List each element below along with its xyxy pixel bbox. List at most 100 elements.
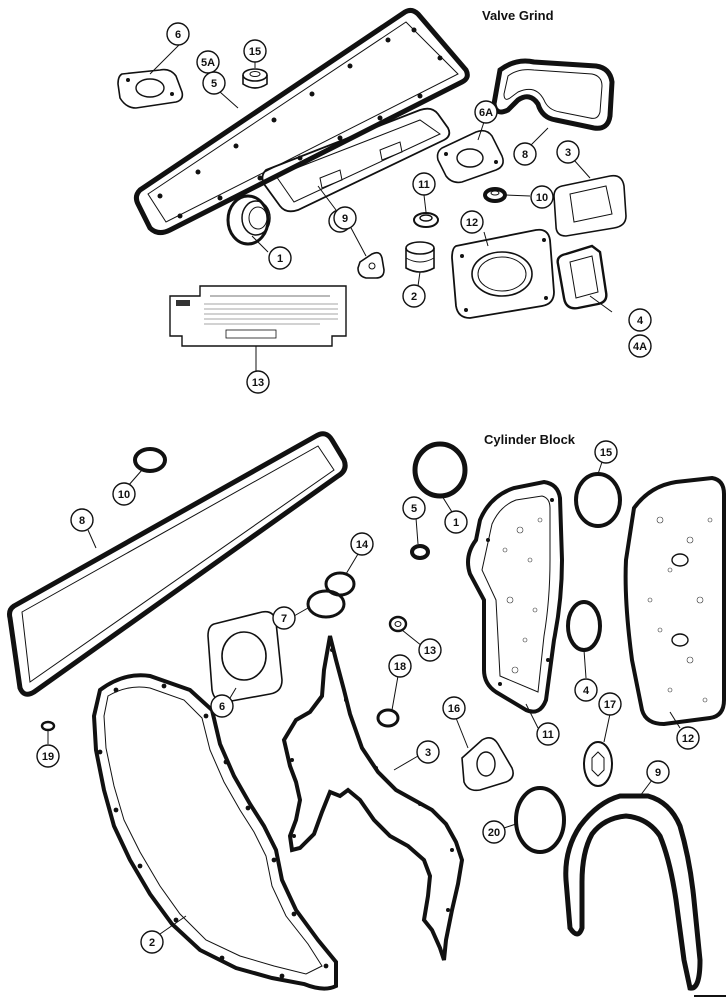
ring-part-20: [514, 786, 566, 854]
svg-text:11: 11: [418, 179, 430, 191]
svg-text:9: 9: [342, 213, 348, 225]
seal-part-5-lower: [410, 544, 430, 560]
oring-part-7-lower: [306, 589, 346, 619]
callout-cb-9: 9: [646, 760, 670, 784]
svg-text:20: 20: [488, 827, 500, 839]
seal-ring-part-11-upper: [413, 212, 439, 228]
callout-vg-6A: 6A: [474, 100, 498, 124]
gasket-part-4-upper: [556, 244, 608, 310]
callout-cb-8: 8: [70, 508, 94, 532]
front-cover-gasket-part-11: [466, 479, 565, 714]
valve-cover-gasket-part-5: [133, 7, 470, 236]
flange-gasket-part-6-lower: [207, 610, 283, 703]
svg-text:5: 5: [211, 78, 217, 90]
svg-text:10: 10: [118, 489, 130, 501]
callout-cb-18: 18: [388, 654, 412, 678]
callout-vg-13: 13: [246, 370, 270, 394]
svg-text:19: 19: [42, 751, 54, 763]
svg-text:13: 13: [252, 377, 264, 389]
svg-text:12: 12: [466, 217, 478, 229]
oil-cooler-gasket-part-12: [623, 475, 726, 727]
callout-cb-14: 14: [350, 532, 374, 556]
callout-cb-7: 7: [272, 606, 296, 630]
svg-text:4: 4: [583, 685, 590, 697]
callout-cb-16: 16: [442, 696, 466, 720]
svg-text:15: 15: [600, 447, 612, 459]
callout-vg-1: 1: [268, 246, 292, 270]
svg-text:6: 6: [219, 701, 225, 713]
svg-text:15: 15: [249, 46, 261, 58]
callout-vg-2: 2: [402, 284, 426, 308]
washer-part-13: [388, 615, 408, 633]
callout-cb-12: 12: [676, 726, 700, 750]
svg-text:5: 5: [411, 503, 417, 515]
instruction-decal-part-13: [169, 285, 347, 347]
callout-vg-5A: 5A: [196, 50, 220, 74]
sleeve-part-2-upper: [405, 241, 435, 273]
callout-vg-12: 12: [460, 210, 484, 234]
callout-vg-15: 15: [243, 39, 267, 63]
svg-text:5A: 5A: [201, 57, 215, 69]
callout-vg-11: 11: [412, 172, 436, 196]
svg-text:1: 1: [277, 253, 283, 265]
svg-text:2: 2: [149, 937, 155, 949]
ring-part-4-lower: [566, 600, 602, 652]
svg-text:11: 11: [542, 729, 554, 741]
callout-vg-5: 5: [202, 71, 226, 95]
callout-cb-6: 6: [210, 694, 234, 718]
flange-gasket-part-6: [117, 68, 184, 109]
callout-vg-8: 8: [513, 142, 537, 166]
svg-text:3: 3: [425, 747, 431, 759]
flange-gasket-part-12-upper: [451, 228, 555, 319]
svg-text:6: 6: [175, 29, 181, 41]
callout-cb-11: 11: [536, 722, 560, 746]
svg-text:16: 16: [448, 703, 460, 715]
flange-part-16: [461, 736, 514, 792]
svg-text:18: 18: [394, 661, 406, 673]
ring-part-1-lower: [412, 441, 468, 499]
callout-cb-19: 19: [36, 744, 60, 768]
gear-housing-gasket-part-2: [91, 673, 338, 991]
callout-cb-17: 17: [598, 692, 622, 716]
svg-text:8: 8: [79, 515, 85, 527]
callout-vg-10: 10: [530, 185, 554, 209]
oring-part-19: [40, 720, 56, 732]
valve-grind-leaders: [149, 43, 613, 372]
callout-vg-4A: 4A: [628, 334, 652, 358]
svg-text:4: 4: [637, 315, 644, 327]
rocker-cover-gasket-part-8: [491, 58, 615, 131]
svg-text:7: 7: [281, 613, 287, 625]
callout-vg-4: 4: [628, 308, 652, 332]
svg-text:12: 12: [682, 733, 694, 745]
oring-part-15-lower: [574, 472, 622, 528]
square-gasket-part-3: [553, 174, 627, 237]
cylinder-block-leaders: [47, 461, 681, 935]
callout-cb-1: 1: [444, 510, 468, 534]
callout-cb-5: 5: [402, 496, 426, 520]
svg-text:1: 1: [453, 517, 459, 529]
svg-text:6A: 6A: [479, 107, 493, 119]
oring-part-18: [376, 708, 400, 728]
svg-text:8: 8: [522, 149, 528, 161]
pan-rail-gasket-part-8: [7, 431, 348, 697]
svg-text:14: 14: [356, 539, 369, 551]
timing-gasket-part-3: [281, 635, 465, 961]
svg-text:9: 9: [655, 767, 661, 779]
manifold-gasket-part-7: [261, 107, 451, 213]
callout-cb-2: 2: [140, 930, 164, 954]
rear-gasket-part-9: [563, 793, 703, 991]
svg-text:13: 13: [424, 645, 436, 657]
clip-part-9-upper: [357, 251, 385, 279]
flange-gasket-part-6A: [436, 129, 504, 184]
callout-cb-10: 10: [112, 482, 136, 506]
svg-text:17: 17: [604, 699, 616, 711]
svg-text:3: 3: [565, 147, 571, 159]
callout-vg-3: 3: [556, 140, 580, 164]
svg-text:10: 10: [536, 192, 548, 204]
callout-cb-15: 15: [594, 440, 618, 464]
oring-part-10-lower: [133, 447, 167, 473]
thrust-washer-part-17: [583, 741, 613, 787]
callout-vg-9: 9: [333, 206, 357, 230]
